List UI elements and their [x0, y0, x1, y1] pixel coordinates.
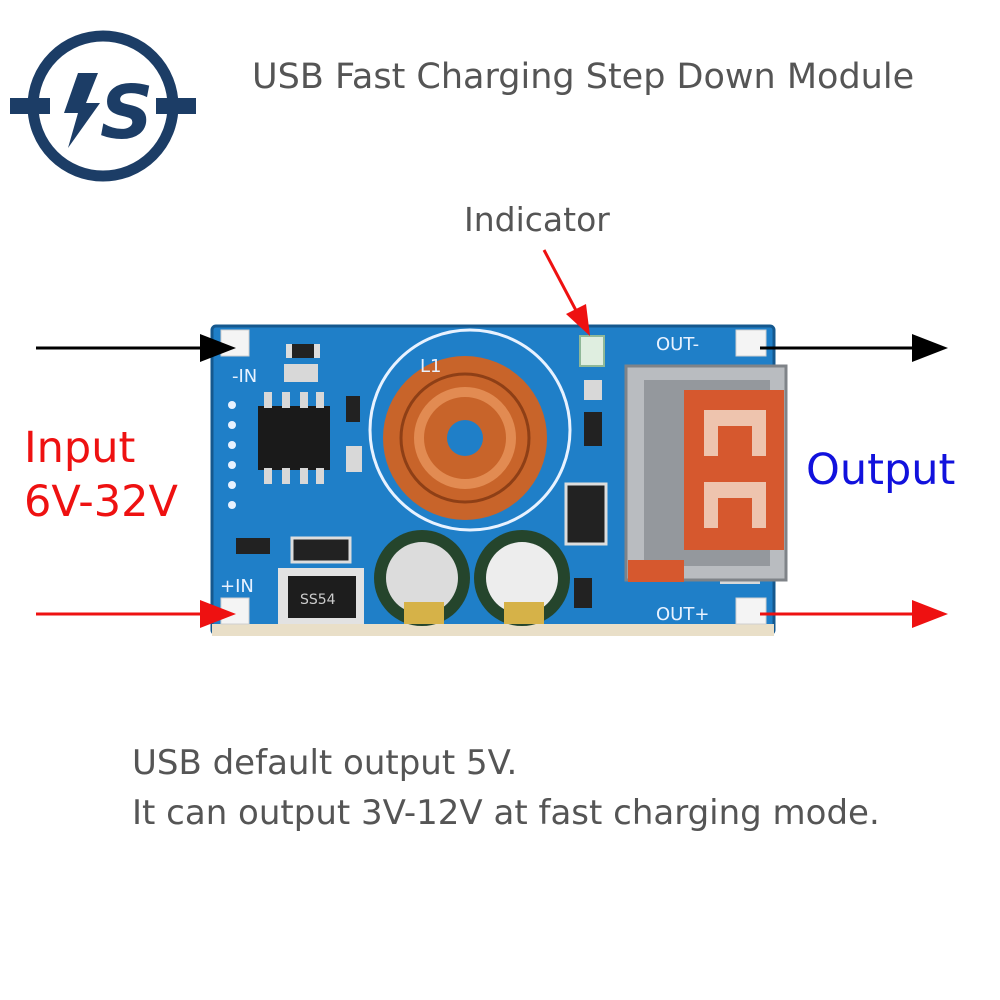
- arrow-output-plus: [760, 600, 948, 628]
- page-title: USB Fast Charging Step Down Module: [252, 57, 915, 97]
- header-pins: [228, 401, 236, 509]
- brand-logo: S: [10, 30, 196, 182]
- logo-bar-left: [10, 98, 50, 114]
- pad-out-plus: [735, 597, 767, 625]
- silk-in-minus: -IN: [232, 366, 257, 387]
- arrow-indicator: [542, 249, 590, 336]
- silk-out-plus: OUT+: [656, 604, 709, 625]
- silk-in-plus: +IN: [220, 576, 254, 597]
- pad-out-minus: [735, 329, 767, 357]
- logo-letter: S: [100, 70, 153, 156]
- input-label: Input: [24, 423, 136, 473]
- arrow-input-minus: [36, 334, 236, 362]
- arrow-output-minus: [760, 334, 948, 362]
- note-default-output: USB default output 5V.: [132, 743, 518, 783]
- pcb-edge: [212, 624, 774, 636]
- silk-out-minus: OUT-: [656, 334, 699, 355]
- indicator-led: [579, 335, 605, 367]
- silk-l1: L1: [420, 356, 441, 377]
- logo-lightning-icon: [64, 73, 100, 148]
- ss54-diode: SS54: [278, 568, 364, 624]
- capacitor-right: [474, 530, 570, 626]
- output-label: Output: [806, 445, 956, 495]
- usb-port: [624, 364, 788, 582]
- note-fast-charging: It can output 3V-12V at fast charging mo…: [132, 793, 880, 833]
- ic-chip: [258, 392, 330, 484]
- logo-bar-right: [156, 98, 196, 114]
- capacitor-left: [374, 530, 470, 626]
- indicator-label: Indicator: [464, 200, 610, 239]
- arrow-input-plus: [36, 600, 236, 628]
- toroid-inductor: L1: [368, 328, 572, 532]
- input-range-label: 6V-32V: [24, 477, 178, 527]
- svg-text:SS54: SS54: [300, 592, 336, 608]
